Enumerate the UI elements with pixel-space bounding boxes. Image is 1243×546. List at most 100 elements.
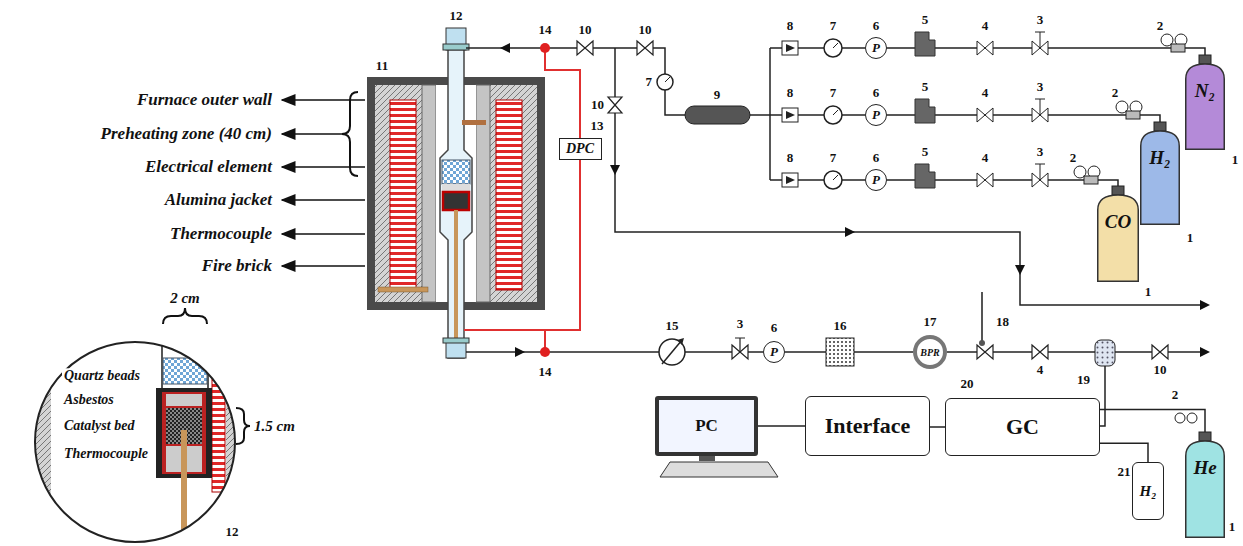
pressure-gauge: P	[763, 341, 785, 363]
mixer-drum	[657, 74, 750, 124]
valve	[735, 338, 745, 352]
filter	[826, 338, 854, 366]
check-valve	[786, 111, 795, 119]
part-label: Thermocouple	[170, 225, 272, 244]
callout-number: 8	[787, 86, 794, 100]
filter	[915, 164, 935, 188]
part-label: Fire brick	[202, 257, 272, 276]
connector-line	[758, 425, 805, 427]
pressure-point	[540, 347, 550, 357]
part-label: Thermocouple	[62, 446, 150, 461]
flow-arrow	[1200, 347, 1210, 357]
callout-number: 6	[873, 151, 880, 165]
flow-arrow	[500, 43, 510, 53]
part-label: Asbestos	[62, 392, 116, 407]
callout-number: 7	[830, 151, 837, 165]
reactor-inset	[166, 394, 202, 406]
callout-number: 20	[961, 377, 974, 391]
pressure-gauge: P	[865, 104, 887, 126]
callout-number: 3	[1037, 145, 1044, 159]
gas-cylinder-shape	[1140, 122, 1180, 225]
check-valve	[782, 108, 798, 122]
gas-cylinder-shape	[1185, 432, 1225, 538]
filter	[1095, 340, 1115, 366]
callout-number: 1	[1232, 153, 1239, 167]
needle-valve	[1035, 164, 1045, 180]
callout-number: 2	[1070, 151, 1077, 165]
callout-number: 9	[714, 88, 721, 102]
control-box: DPC	[559, 138, 602, 160]
sample-line	[464, 48, 580, 352]
pipe	[466, 48, 1204, 426]
cylinder-valve	[1199, 55, 1211, 64]
furnace	[378, 287, 428, 292]
valve	[1032, 345, 1048, 359]
callout-number: 13	[591, 119, 604, 133]
flow-meter	[659, 338, 685, 365]
thermometer	[979, 292, 985, 346]
node-text: DPC	[566, 141, 594, 156]
callout-number: 3	[1037, 13, 1044, 27]
filter	[915, 99, 935, 123]
check-valve	[782, 41, 798, 55]
callout-number: 1	[1145, 285, 1152, 299]
connector-line	[1100, 410, 1205, 432]
interface-box: Interface	[805, 396, 930, 456]
node-text: N₂	[1195, 81, 1215, 102]
leader-line	[282, 199, 365, 201]
pipe	[466, 351, 763, 353]
reactor-inset	[163, 358, 207, 384]
callout-number: 14	[539, 23, 552, 37]
cylinder-body	[1186, 441, 1225, 537]
furnace	[390, 100, 416, 290]
node-text: CO	[1105, 212, 1131, 233]
flow-arrow	[515, 347, 525, 357]
needle-valve	[1035, 99, 1045, 115]
part-label: Alumina jacket	[165, 191, 272, 210]
leader-line	[282, 166, 365, 168]
furnace	[496, 100, 522, 290]
pressure-point	[540, 43, 550, 357]
thermometer	[979, 340, 985, 346]
cylinder-valve	[1154, 122, 1166, 131]
callout-number: 10	[579, 23, 592, 37]
check-valve	[786, 176, 795, 184]
computer-monitor: PC	[655, 396, 758, 456]
regulator	[1175, 413, 1197, 423]
callout-number: 8	[787, 19, 794, 33]
gas-line-component	[770, 32, 1187, 189]
callout-number: 2	[1172, 388, 1179, 402]
pressure-regulator: BPR	[913, 335, 947, 369]
callout-number: 12	[226, 525, 239, 539]
callout-number: 21	[1118, 465, 1131, 479]
connector-line	[1100, 443, 1148, 462]
flow-gauge	[833, 175, 838, 180]
cylinder-valve	[1199, 432, 1211, 441]
regulator	[1187, 413, 1197, 423]
callout-number: 3	[737, 317, 744, 331]
node-text: PC	[695, 417, 718, 436]
callout-number: 5	[922, 13, 929, 27]
flow-arrow	[610, 165, 620, 175]
leader-line	[282, 265, 365, 267]
pressure-gauge: P	[865, 37, 887, 59]
reactor-tube	[443, 44, 469, 50]
mixer-drum	[665, 77, 670, 82]
callout-number: 6	[771, 321, 778, 335]
callout-number: 4	[982, 86, 989, 100]
gas-cylinder-shape	[1097, 186, 1139, 282]
callout-number: 18	[996, 315, 1009, 329]
pipe	[769, 48, 771, 180]
needle-valve	[1035, 32, 1045, 48]
flow-arrow	[1015, 265, 1025, 275]
regulator	[1126, 111, 1140, 119]
keyboard	[660, 462, 778, 477]
part-label: Quartz beads	[62, 368, 142, 383]
callout-number: 6	[873, 19, 880, 33]
callout-number: 12	[450, 9, 463, 23]
callout-number: 10	[591, 98, 604, 112]
callout-number: 7	[830, 19, 837, 33]
callout-number: 10	[639, 23, 652, 37]
node-text: H₂	[1149, 148, 1170, 169]
